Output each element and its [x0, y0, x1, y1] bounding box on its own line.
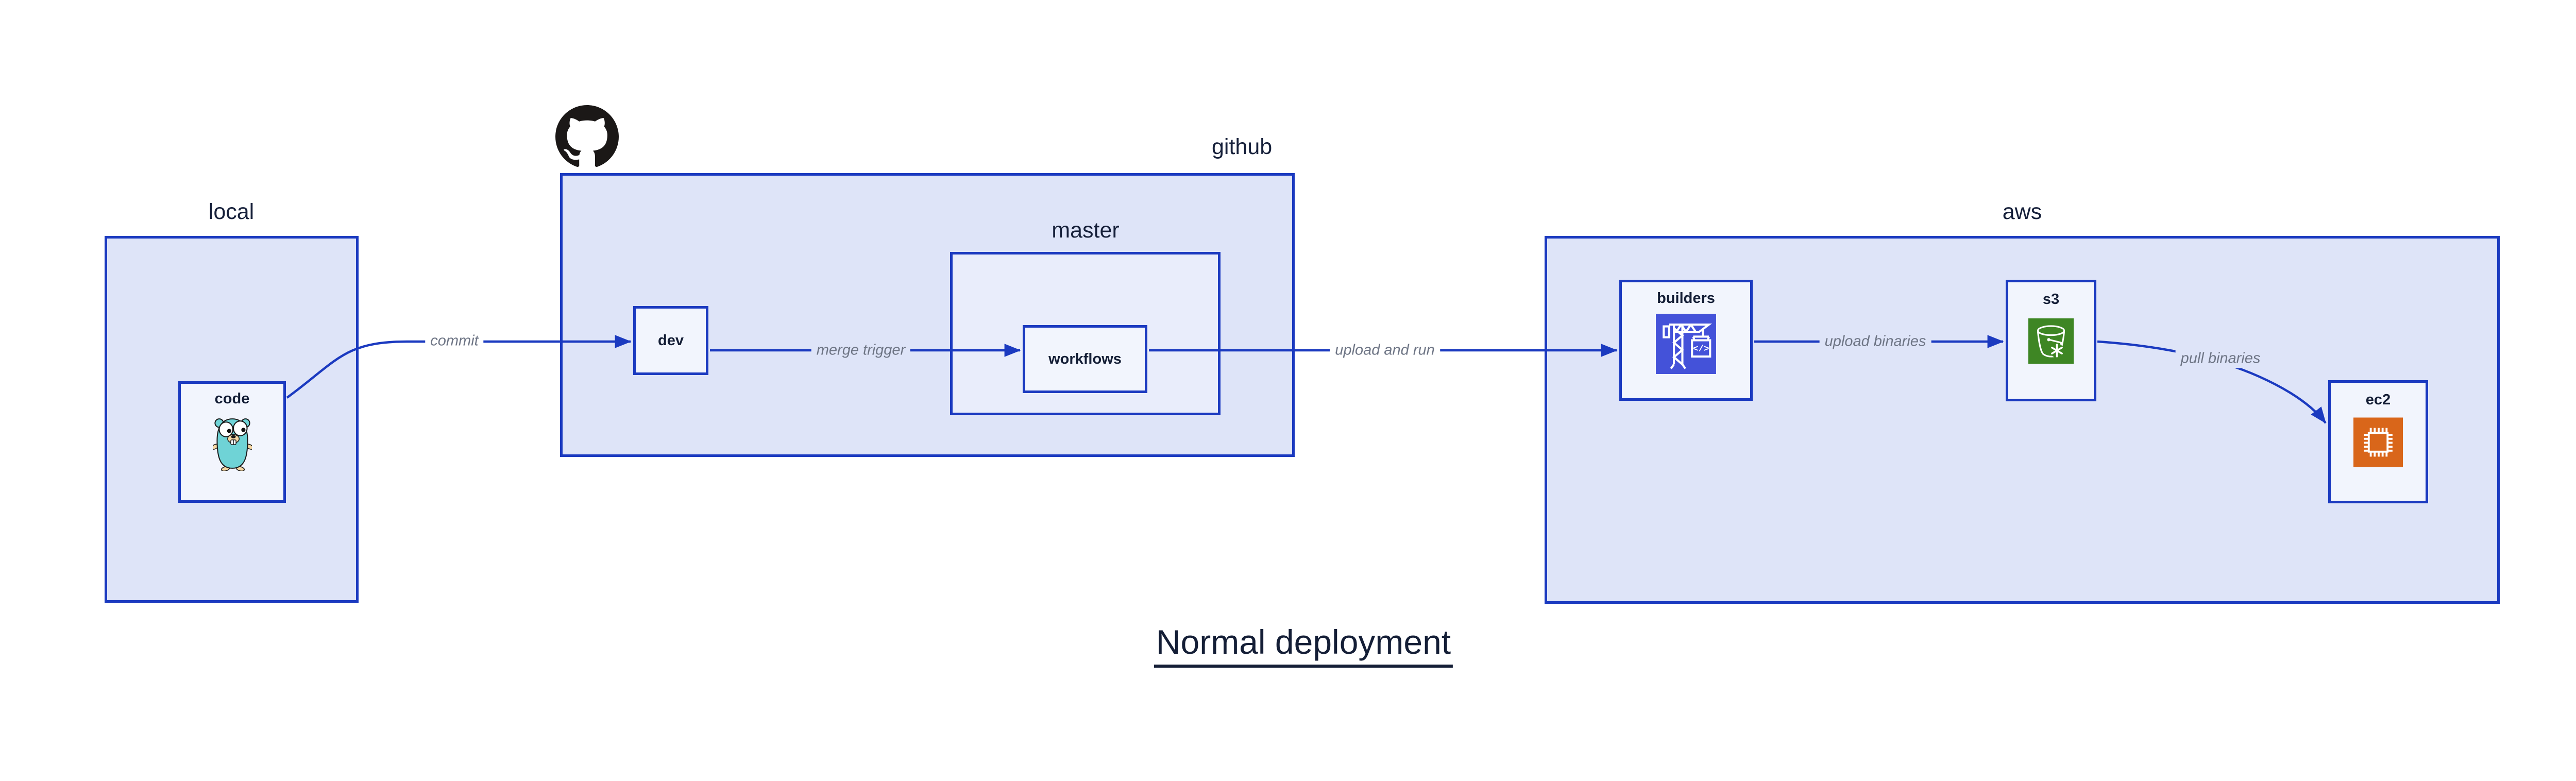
local-cluster-label: local: [208, 199, 255, 224]
workflows-node-label: workflows: [1048, 350, 1122, 367]
aws-cluster-label: aws: [2002, 199, 2042, 224]
github-cluster-label: github: [1212, 134, 1273, 159]
ec2-node-label: ec2: [2365, 392, 2391, 408]
github-octocat-icon: [555, 105, 619, 167]
ec2-chip-icon: [2353, 417, 2403, 467]
svg-text:</>: </>: [1693, 344, 1709, 354]
master-cluster-label: master: [1052, 218, 1120, 243]
edge-label-merge-trigger: merge trigger: [811, 341, 911, 360]
code-node: code: [178, 381, 286, 503]
dev-node: dev: [633, 306, 708, 375]
codebuild-crane-icon: </>: [1656, 313, 1716, 374]
edge-label-upload-binaries: upload binaries: [1819, 332, 1931, 351]
go-gopher-icon: [212, 418, 252, 471]
builders-node-label: builders: [1657, 290, 1715, 307]
builders-node: builders </>: [1619, 280, 1753, 401]
edge-label-upload-and-run: upload and run: [1330, 341, 1440, 360]
edge-label-commit: commit: [425, 331, 484, 351]
ec2-node: ec2: [2328, 380, 2428, 503]
dev-node-label: dev: [658, 332, 684, 349]
diagram-title: Normal deployment: [1154, 622, 1453, 668]
s3-node-label: s3: [2042, 291, 2060, 308]
s3-node: s3: [2006, 280, 2096, 401]
workflows-node: workflows: [1023, 325, 1147, 393]
code-node-label: code: [214, 390, 250, 407]
edge-label-pull-binaries: pull binaries: [2175, 349, 2266, 368]
s3-bucket-icon: [2028, 318, 2074, 364]
